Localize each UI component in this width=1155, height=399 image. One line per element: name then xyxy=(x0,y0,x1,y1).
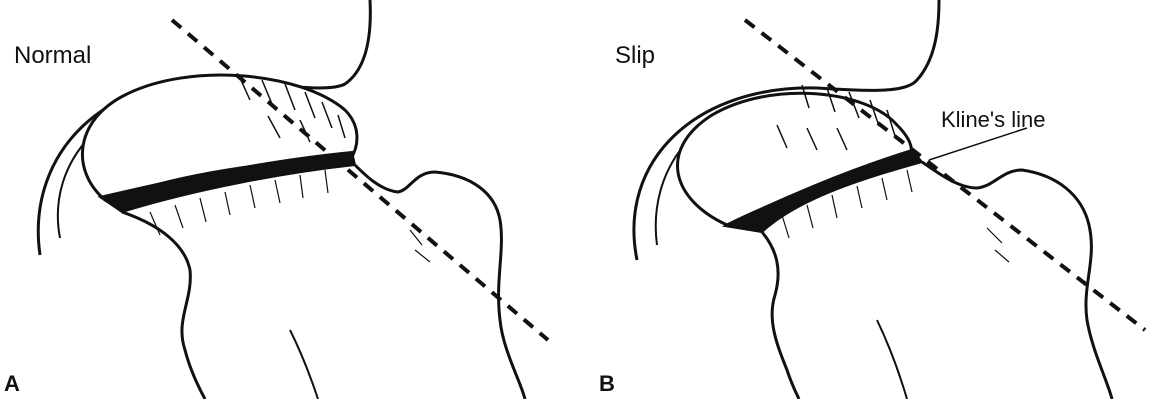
slip-femur-drawing xyxy=(577,0,1155,399)
klines-line-label: Kline's line xyxy=(941,107,1045,133)
panel-a-caption: Normal xyxy=(14,42,91,70)
panel-a-letter: A xyxy=(4,371,20,397)
panel-b-slip: Slip Kline's line B xyxy=(577,0,1155,399)
panel-b-letter: B xyxy=(599,371,615,397)
panel-a-normal: Normal A xyxy=(0,0,578,399)
shaft-inner xyxy=(877,320,907,399)
greater-trochanter xyxy=(355,165,525,399)
shaft-inner xyxy=(290,330,318,399)
panel-b-caption: Slip xyxy=(615,42,655,70)
femoral-neck-lower xyxy=(762,232,799,399)
femoral-neck-lower xyxy=(122,212,205,399)
